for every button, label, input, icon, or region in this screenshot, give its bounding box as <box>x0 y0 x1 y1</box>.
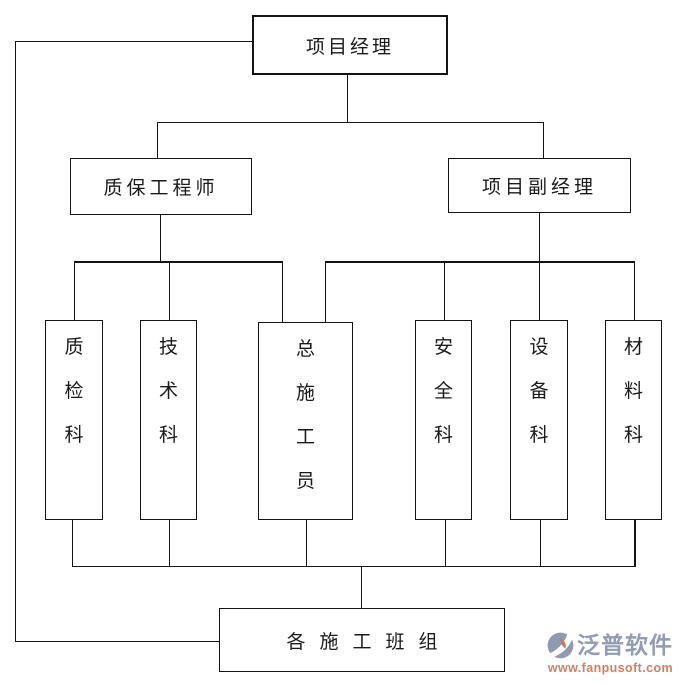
node-chief-constructor-label: 总施工员 <box>295 339 315 492</box>
node-construction-teams-label: 各施工班组 <box>286 631 452 653</box>
connector-qa-in <box>157 122 158 158</box>
connector-deputy-bus <box>325 261 635 263</box>
node-quality-inspection-section: 质检科 <box>45 320 103 520</box>
node-materials-section: 材料科 <box>605 320 662 520</box>
connector-materials-in <box>634 263 635 320</box>
connector-chief-in-right <box>325 263 326 322</box>
node-safety-section: 安全科 <box>415 320 472 520</box>
node-equipment-section: 设备科 <box>510 320 568 520</box>
connector-safety-in <box>444 263 445 320</box>
connector-quality-in <box>74 263 75 320</box>
node-deputy-manager-label: 项目副经理 <box>481 177 597 198</box>
node-qa-engineer-label: 质保工程师 <box>103 178 219 199</box>
node-deputy-manager: 项目副经理 <box>448 158 631 213</box>
watermark-url: www.fanpusoft.com <box>547 661 673 675</box>
connector-deputy-out <box>539 213 540 261</box>
node-materials-label: 材料科 <box>623 337 643 446</box>
node-project-manager: 项目经理 <box>252 15 448 75</box>
node-safety-label: 安全科 <box>433 337 453 446</box>
connector-qa-out <box>160 215 161 262</box>
node-chief-constructor: 总施工员 <box>258 322 353 520</box>
node-qa-engineer: 质保工程师 <box>70 158 252 215</box>
connector-equipment-out <box>540 520 541 566</box>
node-equipment-label: 设备科 <box>529 337 549 446</box>
connector-feedback-left <box>15 41 16 642</box>
fanpu-logo-icon <box>547 632 574 659</box>
connector-chief-in-left <box>282 263 283 322</box>
connector-safety-out <box>445 520 446 566</box>
node-technical-section: 技术科 <box>140 320 197 520</box>
connector-chief-out <box>306 520 307 566</box>
connector-equipment-in <box>539 263 540 320</box>
connector-feedback-top <box>15 41 252 42</box>
connector-technical-out <box>169 520 170 566</box>
node-construction-teams: 各施工班组 <box>219 608 505 672</box>
connector-root-drop <box>347 75 348 122</box>
watermark-brand: 泛普软件 <box>577 632 673 658</box>
connector-materials-out <box>634 520 636 566</box>
connector-bottom-bus <box>72 566 636 567</box>
connector-level1-bus <box>157 122 544 123</box>
watermark: 泛普软件 www.fanpusoft.com <box>543 631 673 675</box>
node-quality-inspection-label: 质检科 <box>64 337 84 446</box>
connector-feedback-bottom <box>15 641 219 642</box>
connector-qa-bus <box>74 261 283 263</box>
connector-technical-in <box>169 263 170 320</box>
node-technical-label: 技术科 <box>158 337 178 446</box>
connector-teams-in <box>361 566 362 608</box>
connector-deputy-in <box>543 122 544 158</box>
node-project-manager-label: 项目经理 <box>305 36 394 58</box>
connector-quality-out <box>72 520 73 566</box>
